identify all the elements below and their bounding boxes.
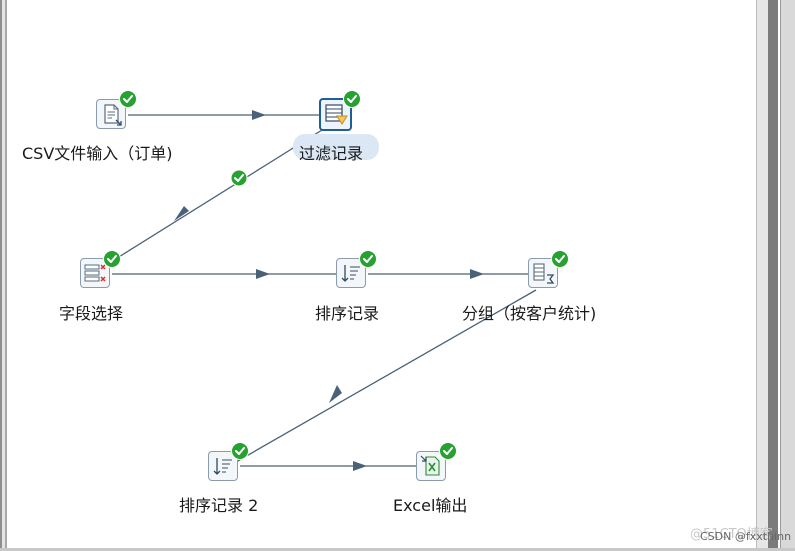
group-by-icon[interactable] [528, 258, 558, 288]
watermark-ghost: @51CTO博客 [690, 527, 773, 542]
canvas-left-gap [2, 0, 5, 551]
csv-file-glyph [104, 104, 122, 126]
hop-select-to-sort1-arrow [256, 269, 270, 279]
hop-ok-badge [230, 169, 248, 187]
status-ok-icon [359, 250, 377, 268]
canvas-left-border [0, 0, 2, 551]
sort-rows-glyph [341, 265, 360, 282]
step-label: CSV文件输入（订单) [22, 144, 173, 163]
vertical-scrollbar-track[interactable] [756, 0, 768, 551]
select-values-glyph [84, 264, 106, 282]
canvas-right-border [780, 0, 795, 551]
hop-group-to-sort2[interactable] [235, 289, 537, 463]
filter-rows-glyph [325, 104, 348, 125]
filter-rows-icon[interactable] [319, 98, 352, 131]
status-ok-icon [103, 250, 121, 268]
status-ok-icon [439, 442, 457, 460]
hop-filter-to-select-arrow [174, 206, 189, 221]
watermark: CSDN @fxxthinn [700, 530, 792, 543]
step-label: 过滤记录 [299, 144, 364, 163]
status-ok-icon [551, 250, 569, 268]
hop-sort2-to-excel-arrow [353, 461, 367, 471]
hop-sort1-to-group-arrow [470, 269, 484, 279]
step-label: 排序记录 2 [179, 496, 259, 515]
status-ok-icon [119, 90, 137, 108]
step-label: 字段选择 [59, 304, 124, 323]
step-label: 分组（按客户统计) [462, 304, 597, 323]
step-label: Excel输出 [393, 496, 468, 515]
canvas-left-inner-border [5, 0, 7, 551]
status-ok-icon [343, 90, 361, 108]
step-label: 排序记录 [315, 304, 380, 323]
hop-filter-to-select[interactable] [97, 129, 323, 271]
selection-highlight [293, 134, 379, 160]
vertical-scrollbar-thumb[interactable] [768, 0, 778, 551]
hop-group-to-sort2-arrow [329, 385, 342, 403]
group-by-glyph [533, 263, 555, 284]
canvas-bottom-border [0, 548, 795, 551]
hop-csv-to-filter-arrow [252, 110, 266, 120]
status-ok-icon [231, 442, 249, 460]
sort-rows-glyph [213, 458, 232, 475]
excel-output-glyph [420, 455, 440, 476]
